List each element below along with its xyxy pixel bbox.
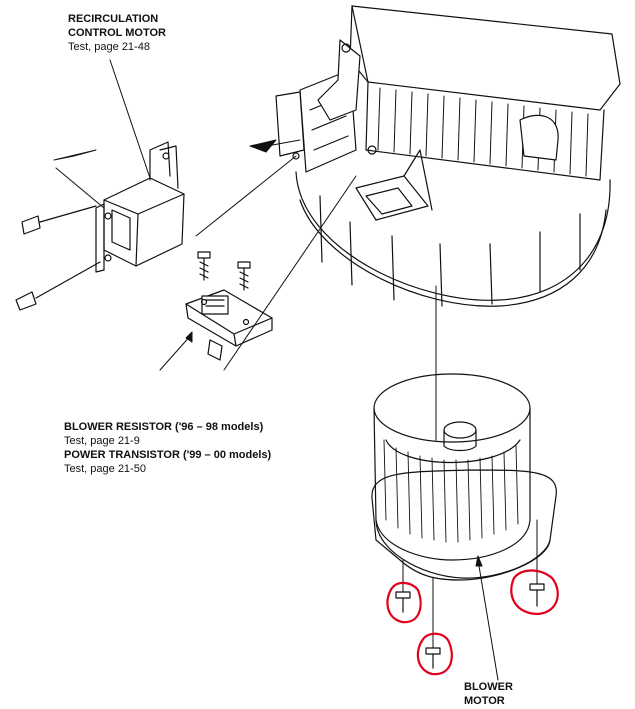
leader-lines — [53, 59, 538, 681]
recirc-motor-title-line2: CONTROL MOTOR — [68, 27, 166, 39]
power-transistor-title: POWER TRANSISTOR ('99 – 00 models) — [64, 449, 272, 461]
recirc-motor-screws — [15, 205, 101, 311]
highlight-circles — [386, 569, 559, 676]
blower-housing — [275, 5, 621, 307]
blower-resistor-test-ref: Test, page 21-9 — [64, 435, 140, 447]
blower-motor-title-line1: BLOWER — [464, 681, 513, 693]
power-transistor-test-ref: Test, page 21-50 — [64, 463, 146, 475]
blower-motor — [371, 373, 557, 581]
blower-motor-screws — [395, 583, 545, 669]
recirc-motor-test-ref: Test, page 21-48 — [68, 41, 150, 53]
blower-motor-label: BLOWER MOTOR — [464, 680, 513, 708]
recirculation-control-motor — [95, 141, 185, 273]
recirc-motor-title-line1: RECIRCULATION — [68, 13, 159, 25]
recirculation-control-motor-label: RECIRCULATION CONTROL MOTOR Test, page 2… — [68, 12, 166, 54]
resistor-screws — [197, 251, 251, 291]
blower-motor-title-line2: MOTOR — [464, 695, 505, 707]
resistor-transistor-label: BLOWER RESISTOR ('96 – 98 models) Test, … — [64, 420, 271, 476]
blower-resistor — [185, 289, 273, 361]
blower-resistor-title: BLOWER RESISTOR ('96 – 98 models) — [64, 421, 264, 433]
